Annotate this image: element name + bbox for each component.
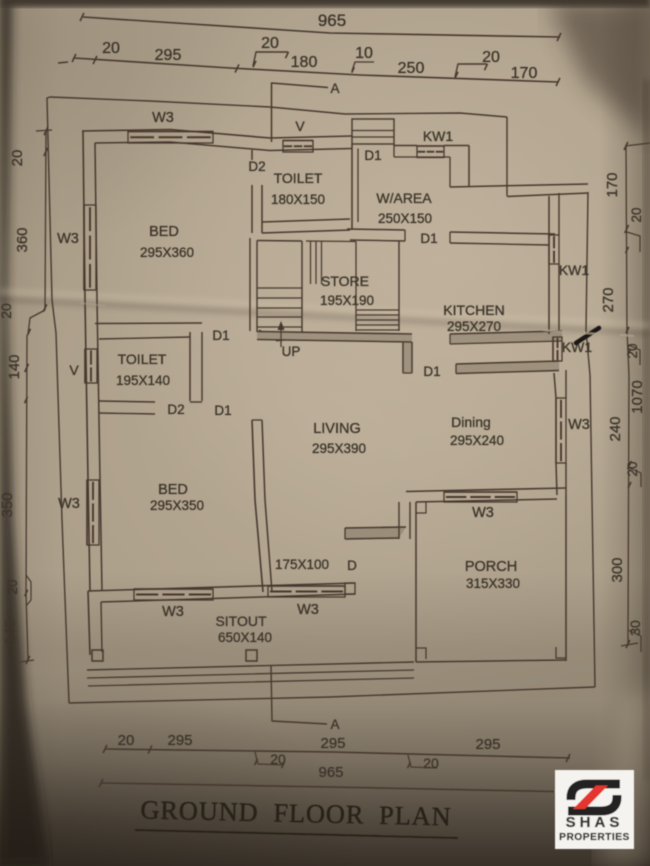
svg-text:170: 170 xyxy=(511,65,538,82)
svg-text:20: 20 xyxy=(0,303,14,319)
svg-text:D1: D1 xyxy=(364,148,381,163)
svg-text:TOILET: TOILET xyxy=(274,170,323,186)
svg-text:20: 20 xyxy=(5,579,20,594)
svg-text:D1: D1 xyxy=(214,403,231,418)
svg-text:295: 295 xyxy=(475,736,500,753)
svg-text:D1: D1 xyxy=(420,231,437,246)
svg-text:20: 20 xyxy=(629,207,644,222)
svg-text:W3: W3 xyxy=(57,231,79,247)
svg-text:W3: W3 xyxy=(58,496,80,512)
svg-text:140: 140 xyxy=(6,354,23,379)
svg-text:20: 20 xyxy=(118,732,135,749)
svg-text:Dining: Dining xyxy=(451,414,491,430)
svg-text:10: 10 xyxy=(355,45,373,62)
svg-text:D: D xyxy=(347,558,357,573)
svg-text:20: 20 xyxy=(423,755,439,771)
svg-text:360: 360 xyxy=(14,227,31,252)
svg-text:D1: D1 xyxy=(423,364,440,379)
svg-text:295X350: 295X350 xyxy=(150,498,204,513)
svg-text:KW1: KW1 xyxy=(559,262,590,278)
svg-text:KITCHEN: KITCHEN xyxy=(443,302,504,318)
svg-text:300: 300 xyxy=(609,557,626,582)
svg-text:KW1: KW1 xyxy=(562,339,593,355)
svg-text:D2: D2 xyxy=(167,402,184,417)
svg-text:W3: W3 xyxy=(162,604,184,620)
svg-text:20: 20 xyxy=(625,343,640,358)
svg-text:20: 20 xyxy=(270,751,286,767)
svg-text:D1: D1 xyxy=(212,328,229,343)
svg-text:20: 20 xyxy=(482,49,500,66)
svg-text:W3: W3 xyxy=(152,110,174,126)
svg-text:1070: 1070 xyxy=(629,380,646,413)
svg-text:20: 20 xyxy=(261,35,279,52)
svg-text:BED: BED xyxy=(158,482,188,498)
svg-text:350: 350 xyxy=(0,492,16,517)
svg-text:KW1: KW1 xyxy=(423,128,454,144)
svg-text:965: 965 xyxy=(318,764,343,781)
svg-text:195X140: 195X140 xyxy=(116,373,170,388)
svg-text:A: A xyxy=(330,717,339,732)
svg-text:170: 170 xyxy=(604,172,621,197)
svg-text:A: A xyxy=(330,81,339,96)
svg-text:250: 250 xyxy=(398,60,425,77)
svg-text:V: V xyxy=(69,362,79,378)
svg-text:GROUND FLOOR PLAN: GROUND FLOOR PLAN xyxy=(140,794,452,831)
svg-text:LIVING: LIVING xyxy=(313,421,361,437)
svg-text:295X360: 295X360 xyxy=(140,245,194,260)
svg-text:20: 20 xyxy=(9,150,26,167)
svg-text:180: 180 xyxy=(291,54,318,71)
svg-text:V: V xyxy=(295,118,305,134)
svg-text:295X270: 295X270 xyxy=(447,319,501,334)
svg-text:20: 20 xyxy=(625,461,640,476)
svg-text:650X140: 650X140 xyxy=(218,630,272,645)
svg-text:PORCH: PORCH xyxy=(465,559,517,575)
svg-text:295: 295 xyxy=(167,732,192,749)
svg-text:175X100: 175X100 xyxy=(275,557,329,572)
svg-text:965: 965 xyxy=(318,11,346,30)
svg-text:30: 30 xyxy=(627,620,643,636)
svg-text:250X150: 250X150 xyxy=(378,211,432,226)
svg-text:SITOUT: SITOUT xyxy=(215,613,267,629)
svg-text:180X150: 180X150 xyxy=(271,192,325,207)
svg-text:W3: W3 xyxy=(568,417,590,433)
svg-text:295: 295 xyxy=(320,735,345,752)
svg-text:240: 240 xyxy=(607,416,624,441)
svg-text:295: 295 xyxy=(155,47,182,64)
svg-text:UP: UP xyxy=(282,344,301,359)
svg-text:140: 140 xyxy=(2,619,19,644)
svg-text:BED: BED xyxy=(149,224,179,240)
svg-text:295X240: 295X240 xyxy=(450,433,504,448)
svg-text:PROPERTIES: PROPERTIES xyxy=(559,832,630,843)
svg-text:195X190: 195X190 xyxy=(320,293,374,308)
svg-text:295X390: 295X390 xyxy=(312,441,366,456)
svg-text:20: 20 xyxy=(102,40,120,57)
svg-text:STORE: STORE xyxy=(321,273,369,289)
svg-text:270: 270 xyxy=(600,287,617,312)
svg-text:W3: W3 xyxy=(297,602,319,618)
svg-text:W3: W3 xyxy=(472,505,494,521)
svg-text:TOILET: TOILET xyxy=(118,351,167,367)
svg-text:W/AREA: W/AREA xyxy=(376,190,432,206)
svg-text:SHAS: SHAS xyxy=(566,814,624,831)
svg-text:D2: D2 xyxy=(248,159,265,174)
svg-text:315X330: 315X330 xyxy=(466,576,520,591)
